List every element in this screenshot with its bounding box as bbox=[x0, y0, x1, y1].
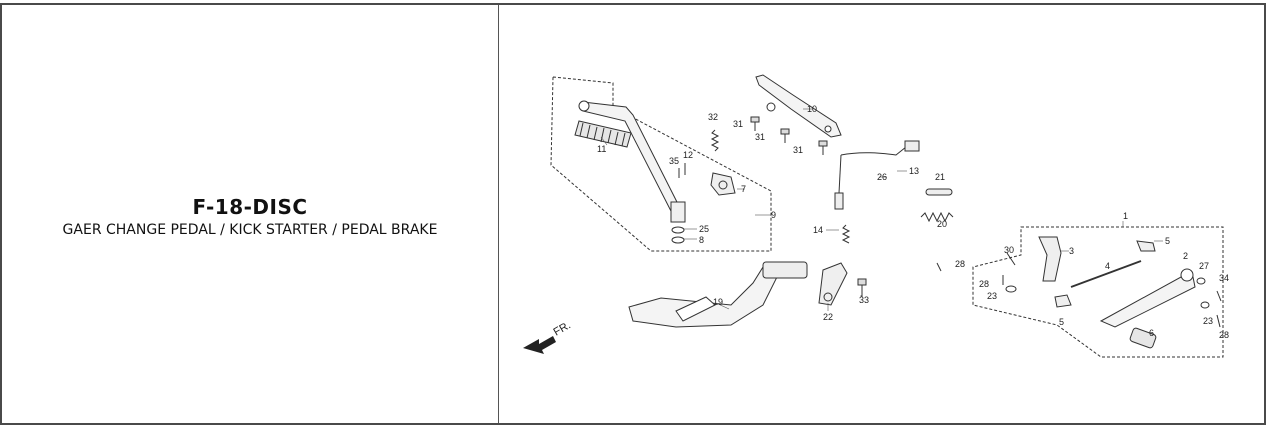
callout: 8 bbox=[699, 235, 704, 245]
spring-14 bbox=[841, 224, 851, 244]
callout: 28 bbox=[1219, 330, 1229, 340]
callout: 21 bbox=[935, 172, 945, 182]
callout: 30 bbox=[1004, 245, 1014, 255]
callout: 1 bbox=[1123, 211, 1128, 221]
callout: 31 bbox=[793, 145, 803, 155]
bolts-31 bbox=[750, 116, 828, 155]
callout: 20 bbox=[937, 219, 947, 229]
parts-diagram: FR. 1 2 3 4 5 5 6 7 8 9 10 11 12 13 14 1… bbox=[501, 5, 1264, 423]
callout: 10 bbox=[807, 104, 817, 114]
callouts: 1 2 3 4 5 5 6 7 8 9 10 11 12 13 14 19 20… bbox=[597, 104, 1229, 340]
part-10-bracket bbox=[755, 74, 842, 138]
callout: 9 bbox=[771, 210, 776, 220]
callout: 5 bbox=[1165, 236, 1170, 246]
part-6-rubber bbox=[1129, 327, 1157, 349]
callout: 4 bbox=[1105, 261, 1110, 271]
callout: 13 bbox=[909, 166, 919, 176]
callout: 5 bbox=[1059, 317, 1064, 327]
callout: 2 bbox=[1183, 251, 1188, 261]
pin-28 bbox=[936, 262, 942, 272]
part-7-ratchet bbox=[710, 172, 736, 196]
section-description: GAER CHANGE PEDAL / KICK STARTER / PEDAL… bbox=[62, 222, 438, 238]
brake-pedal-group-outline bbox=[972, 226, 1224, 358]
front-direction-arrow-icon bbox=[523, 336, 556, 354]
callout: 26 bbox=[877, 172, 887, 182]
bolt-34 bbox=[1216, 290, 1222, 302]
callout: 32 bbox=[708, 112, 718, 122]
gear-change-pedal bbox=[628, 262, 780, 328]
callout: 31 bbox=[733, 119, 743, 129]
part-21-pin bbox=[925, 188, 953, 196]
callout: 3 bbox=[1069, 246, 1074, 256]
callout: 33 bbox=[859, 295, 869, 305]
kick-starter-arm bbox=[582, 101, 682, 216]
callout: 35 bbox=[669, 156, 679, 166]
callout: 27 bbox=[1199, 261, 1209, 271]
part-5-lower bbox=[1054, 294, 1072, 308]
callout: 23 bbox=[987, 291, 997, 301]
pedal-spline bbox=[762, 261, 808, 279]
callout: 28 bbox=[955, 259, 965, 269]
part-3-arm bbox=[1038, 236, 1062, 282]
circlip-8 bbox=[671, 236, 685, 244]
kick-rubber-grip bbox=[574, 120, 632, 148]
callout: 7 bbox=[741, 184, 746, 194]
washer-25 bbox=[671, 226, 685, 234]
switch-rod bbox=[838, 154, 842, 194]
bolt-30 bbox=[1006, 252, 1016, 266]
callout: 19 bbox=[713, 297, 723, 307]
washer-27 bbox=[1196, 277, 1206, 285]
callout: 22 bbox=[823, 312, 833, 322]
title-panel: F-18-DISC GAER CHANGE PEDAL / KICK START… bbox=[2, 5, 498, 423]
rod-4 bbox=[1070, 260, 1142, 288]
bolt-33 bbox=[857, 278, 867, 286]
callout: 12 bbox=[683, 150, 693, 160]
kick-boss bbox=[670, 201, 686, 223]
callout: 31 bbox=[755, 132, 765, 142]
switch-cable bbox=[840, 146, 907, 156]
washer-23-left bbox=[1005, 285, 1017, 293]
leader-lines bbox=[600, 108, 1163, 311]
callout: 6 bbox=[1149, 328, 1154, 338]
part-5-upper bbox=[1136, 240, 1156, 252]
spring-20 bbox=[920, 211, 954, 223]
callout: 28 bbox=[979, 279, 989, 289]
part-22-arm bbox=[818, 262, 848, 306]
catalog-frame: F-18-DISC GAER CHANGE PEDAL / KICK START… bbox=[0, 3, 1266, 425]
washer-23 bbox=[1200, 301, 1210, 309]
section-code: F-18-DISC bbox=[192, 195, 308, 219]
brake-pedal-arm bbox=[1099, 276, 1196, 328]
callout: 23 bbox=[1203, 316, 1213, 326]
panel-divider bbox=[498, 5, 499, 423]
callout: 11 bbox=[597, 144, 606, 154]
parts-diagram-svg: FR. 1 2 3 4 5 5 6 7 8 9 10 11 12 13 14 1… bbox=[523, 74, 1229, 358]
spring-32 bbox=[710, 129, 720, 152]
direction-label: FR. bbox=[552, 319, 573, 338]
callout: 34 bbox=[1219, 273, 1229, 283]
callout: 14 bbox=[813, 225, 823, 235]
title-block: F-18-DISC GAER CHANGE PEDAL / KICK START… bbox=[2, 195, 498, 240]
callout: 25 bbox=[699, 224, 709, 234]
